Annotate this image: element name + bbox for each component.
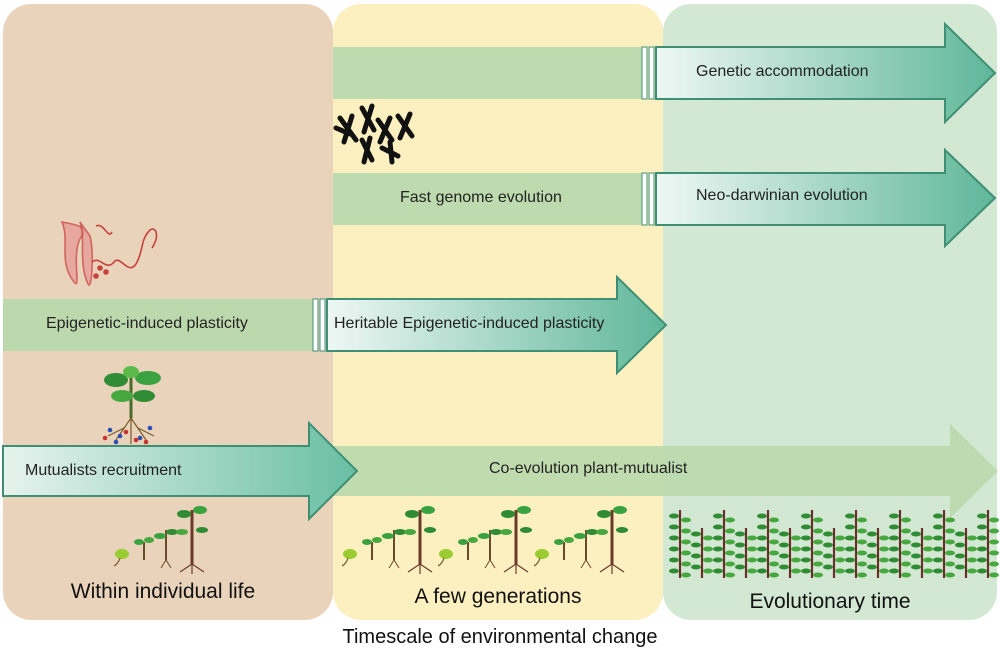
panel-title-generations: A few generations [414, 585, 582, 608]
label-coevolution: Co-evolution plant-mutualist [489, 460, 688, 477]
chromosomes-icon [333, 103, 415, 165]
arrow-genetic-accommodation [655, 21, 997, 125]
arrow-coevolution [330, 424, 998, 518]
label-heritable-epigenetic-plasticity: Heritable Epigenetic-induced plasticity [334, 315, 605, 332]
plant-population-icon [669, 510, 999, 578]
label-fast-genome-evolution: Fast genome evolution [400, 189, 562, 206]
label-genetic-accommodation: Genetic accommodation [696, 63, 869, 80]
panel-title-individual: Within individual life [70, 580, 256, 603]
bar-epigenetic [3, 299, 313, 351]
arrow-mutualists [2, 420, 359, 522]
break-marks-1 [641, 46, 655, 100]
label-epigenetic-plasticity: Epigenetic-induced plasticity [46, 315, 248, 332]
bar-fast-genome [333, 173, 643, 225]
seedling-growth-icon [437, 506, 532, 574]
arrow-heritable-epigenetic [326, 274, 668, 376]
panel-title-evolutionary: Evolutionary time [749, 590, 911, 613]
bar-genetic-track [333, 47, 643, 99]
break-marks-3 [312, 298, 326, 352]
chromatin-icon [60, 220, 158, 286]
seedling-growth-icon [533, 506, 628, 574]
break-marks-2 [641, 172, 655, 226]
seedling-growth-icon [113, 506, 208, 574]
x-axis-label: Timescale of environmental change [342, 626, 658, 648]
seedling-growth-icon [341, 506, 436, 574]
arrow-neo-darwinian [655, 147, 997, 249]
label-neo-darwinian-evolution: Neo-darwinian evolution [696, 187, 868, 204]
label-mutualists-recruitment: Mutualists recruitment [25, 462, 182, 479]
plant-roots-icon [102, 366, 161, 445]
